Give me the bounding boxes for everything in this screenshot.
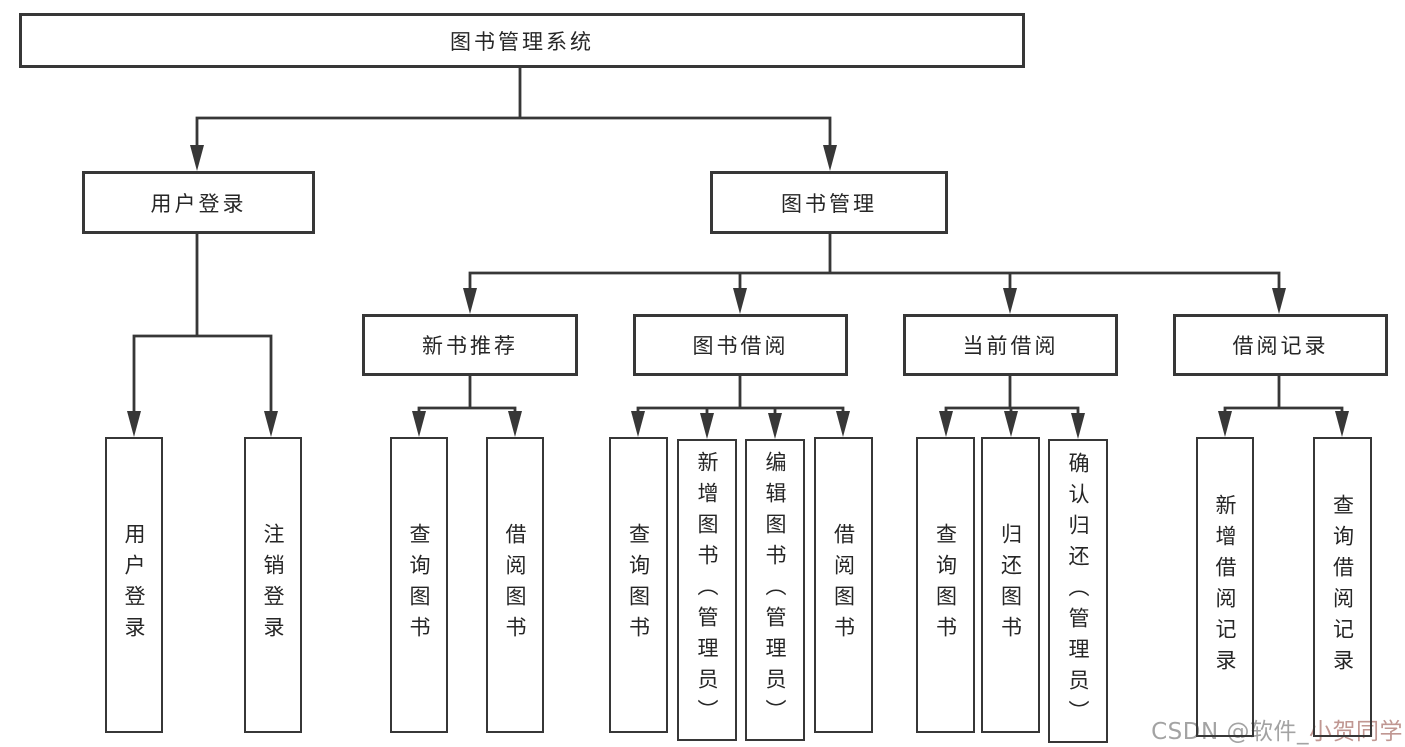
leaf-logout: 注销登录 [244, 437, 302, 733]
connector-user-login-to-leaves [127, 232, 278, 437]
connector-current-borrowing-to-leaves [939, 374, 1085, 439]
leaf-add-borrow-record: 新增借阅记录 [1196, 437, 1254, 737]
node-book-management: 图书管理 [710, 171, 948, 234]
csdn-watermark: CSDN @软件_小贺同学 [1151, 712, 1403, 746]
leaf-borrow-books-newbook: 借阅图书 [486, 437, 544, 733]
leaf-return-books: 归还图书 [981, 437, 1040, 733]
connector-book-management-to-level3 [463, 232, 1286, 314]
leaf-query-books-current: 查询图书 [916, 437, 975, 733]
node-user-login: 用户登录 [82, 171, 315, 234]
node-root-system: 图书管理系统 [19, 13, 1025, 68]
leaf-confirm-return-admin: 确认归还（管理员） [1048, 439, 1108, 743]
node-book-borrowing: 图书借阅 [633, 314, 848, 376]
watermark-prefix: CSDN @软件_ [1151, 719, 1309, 745]
leaf-edit-books-admin: 编辑图书（管理员） [745, 439, 805, 741]
connector-new-book-to-leaves [412, 374, 522, 437]
node-current-borrowing: 当前借阅 [903, 314, 1118, 376]
leaf-add-books-admin: 新增图书（管理员） [677, 439, 737, 741]
connector-borrowing-records-to-leaves [1218, 374, 1349, 437]
connector-root-to-level2 [190, 66, 837, 171]
leaf-query-borrow-record: 查询借阅记录 [1313, 437, 1372, 737]
node-new-book-recommend: 新书推荐 [362, 314, 578, 376]
leaf-query-books-borrowing: 查询图书 [609, 437, 668, 733]
watermark-suffix: 小贺同学 [1309, 719, 1403, 745]
leaf-query-books-newbook: 查询图书 [390, 437, 448, 733]
leaf-user-login: 用户登录 [105, 437, 163, 733]
node-borrowing-records: 借阅记录 [1173, 314, 1388, 376]
leaf-borrow-books-borrowing: 借阅图书 [814, 437, 873, 733]
connector-book-borrowing-to-leaves [631, 374, 850, 439]
